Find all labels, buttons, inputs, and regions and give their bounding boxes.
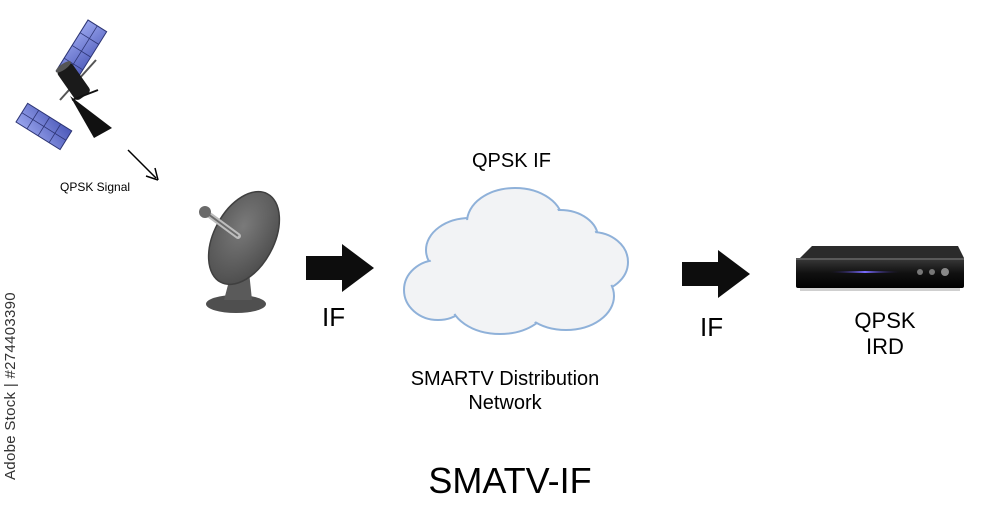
cloud-top-label: QPSK IF (472, 150, 551, 172)
satellite-signal-label: QPSK Signal (60, 180, 131, 194)
cloud-bottom-label-line1: SMARTV Distribution (410, 368, 600, 390)
if-label-right: IF (700, 312, 724, 342)
satellite-dish-icon (199, 190, 281, 313)
stock-watermark: Adobe Stock | #274403390 (2, 292, 19, 480)
diagram-title: SMATV-IF (428, 460, 592, 501)
arrow-right-icon (306, 244, 374, 292)
receiver-label-line2: IRD (866, 334, 904, 359)
set-top-box-icon (796, 246, 964, 291)
cloud-bottom-label-line2: Network (468, 392, 542, 414)
signal-arrow-icon (127, 149, 159, 181)
satellite-icon (15, 19, 112, 151)
arrow-right-icon (682, 250, 750, 298)
cloud-icon (403, 187, 629, 335)
if-label-left: IF (322, 302, 346, 332)
receiver-label-line1: QPSK (854, 308, 916, 333)
